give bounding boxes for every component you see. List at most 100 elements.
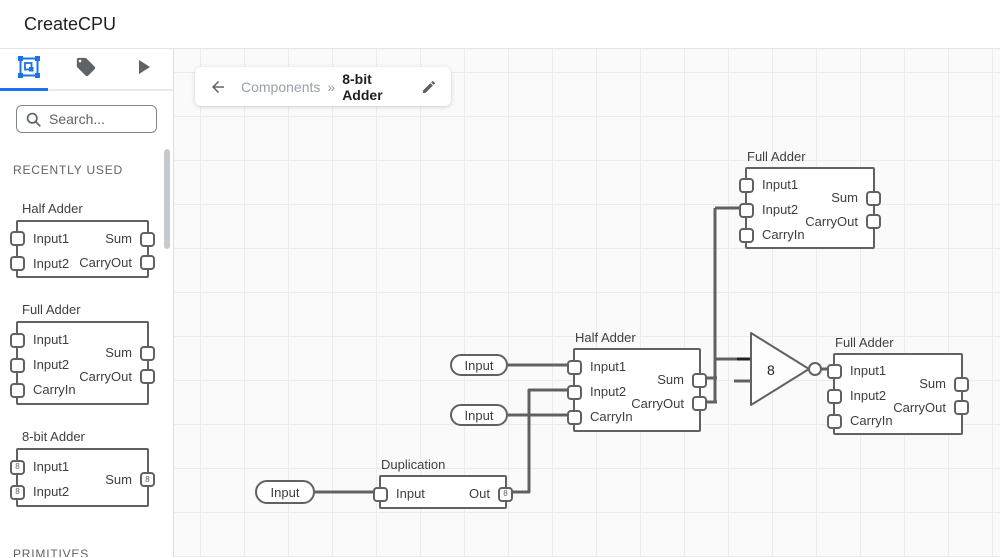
tab-run[interactable]: [114, 49, 171, 89]
active-tab-indicator: [0, 88, 48, 91]
tab-tags[interactable]: [57, 49, 114, 89]
output-port-sum[interactable]: 8: [140, 472, 155, 487]
port-label: CarryIn: [590, 409, 633, 424]
breadcrumb-parent[interactable]: Components: [241, 78, 321, 95]
not-gate[interactable]: [750, 332, 810, 406]
breadcrumb-current: 8-bit Adder: [342, 70, 383, 103]
node-body[interactable]: Input 8 Out: [373, 475, 513, 509]
output-port-carryout[interactable]: [954, 400, 969, 416]
tag-icon: [75, 56, 97, 83]
port-label: Out: [469, 486, 490, 501]
port-label: Input2: [850, 388, 887, 403]
input-port-input2[interactable]: [10, 357, 25, 373]
palette-item-title: Full Adder: [22, 302, 81, 317]
input-pill[interactable]: Input: [450, 404, 508, 426]
back-button[interactable]: [209, 78, 227, 96]
port-label: CarryOut: [79, 254, 132, 270]
input-port-input[interactable]: [373, 486, 388, 502]
output-port-sum[interactable]: [140, 231, 155, 247]
output-port-out[interactable]: 8: [498, 486, 513, 502]
input-port-carryin[interactable]: [739, 227, 754, 243]
port-label: CarryOut: [631, 395, 684, 411]
port-label: CarryOut: [805, 213, 858, 229]
input-port-input2[interactable]: [567, 384, 582, 400]
port-label: Input1: [33, 332, 70, 347]
output-port-sum[interactable]: [866, 190, 881, 206]
node-title: Full Adder: [835, 335, 894, 350]
pencil-icon: [423, 80, 436, 93]
search-box: [16, 105, 157, 133]
input-port-input1[interactable]: 8: [10, 459, 25, 475]
search-input[interactable]: [16, 105, 157, 133]
input-port-input1[interactable]: [10, 231, 25, 246]
input-port-input2[interactable]: [739, 202, 754, 218]
palette-item-title: Half Adder: [22, 201, 83, 216]
port-label: CarryOut: [79, 368, 132, 384]
output-port-carryout[interactable]: [692, 396, 707, 412]
component-sidebar: RECENTLY USED Half AdderInput1Input2SumC…: [0, 49, 174, 557]
sidebar-scrollbar[interactable]: [164, 149, 170, 249]
output-port-sum[interactable]: [692, 372, 707, 388]
input-port-input1[interactable]: [567, 359, 582, 375]
input-port-input1[interactable]: [739, 177, 754, 193]
input-port-carryin[interactable]: [10, 382, 25, 398]
palette-item-title: 8-bit Adder: [22, 429, 85, 444]
input-pill[interactable]: Input: [450, 354, 508, 376]
output-port-carryout[interactable]: [140, 255, 155, 271]
output-port-sum[interactable]: [954, 376, 969, 392]
section-primitives: PRIMITIVES: [13, 547, 90, 557]
tab-components[interactable]: [0, 49, 57, 89]
output-port-carryout[interactable]: [866, 214, 881, 230]
input-port-carryin[interactable]: [827, 413, 842, 429]
port-label: Sum: [831, 190, 858, 206]
input-port-input1[interactable]: [10, 332, 25, 348]
input-port-input1[interactable]: [827, 363, 842, 379]
breadcrumb-separator: »: [327, 78, 336, 95]
port-label: Input2: [33, 484, 70, 499]
input-port-input2[interactable]: [10, 256, 25, 271]
port-label: Input1: [762, 177, 799, 192]
search-icon: [26, 112, 41, 127]
node-title: Half Adder: [575, 330, 636, 345]
not-gate-bubble: [808, 362, 822, 376]
port-label: CarryIn: [762, 227, 805, 242]
port-label: Sum: [105, 471, 132, 487]
port-bit-width: 8: [145, 474, 150, 484]
edit-name-button[interactable]: [421, 79, 437, 95]
components-icon: [17, 55, 41, 84]
port-label: Input1: [33, 230, 70, 246]
arrow-left-icon: [212, 80, 224, 93]
sidebar-tabs: [0, 49, 173, 91]
play-icon: [131, 55, 155, 84]
port-label: Input2: [590, 384, 627, 399]
port-label: Sum: [105, 231, 132, 247]
wire-duplication-out-to-halfadder-input2[interactable]: [507, 388, 573, 494]
port-label: CarryOut: [893, 399, 946, 415]
port-label: CarryIn: [33, 382, 76, 397]
port-label: Sum: [919, 376, 946, 392]
port-label: Input: [396, 486, 425, 501]
input-port-carryin[interactable]: [567, 409, 582, 425]
port-label: Input1: [850, 363, 887, 378]
input-port-input2[interactable]: 8: [10, 484, 25, 500]
output-port-sum[interactable]: [140, 345, 155, 361]
input-port-input2[interactable]: [827, 388, 842, 404]
output-port-carryout[interactable]: [140, 369, 155, 385]
input-pill[interactable]: Input: [255, 480, 315, 504]
port-label: Input2: [33, 255, 70, 271]
port-label: Input2: [33, 357, 70, 372]
